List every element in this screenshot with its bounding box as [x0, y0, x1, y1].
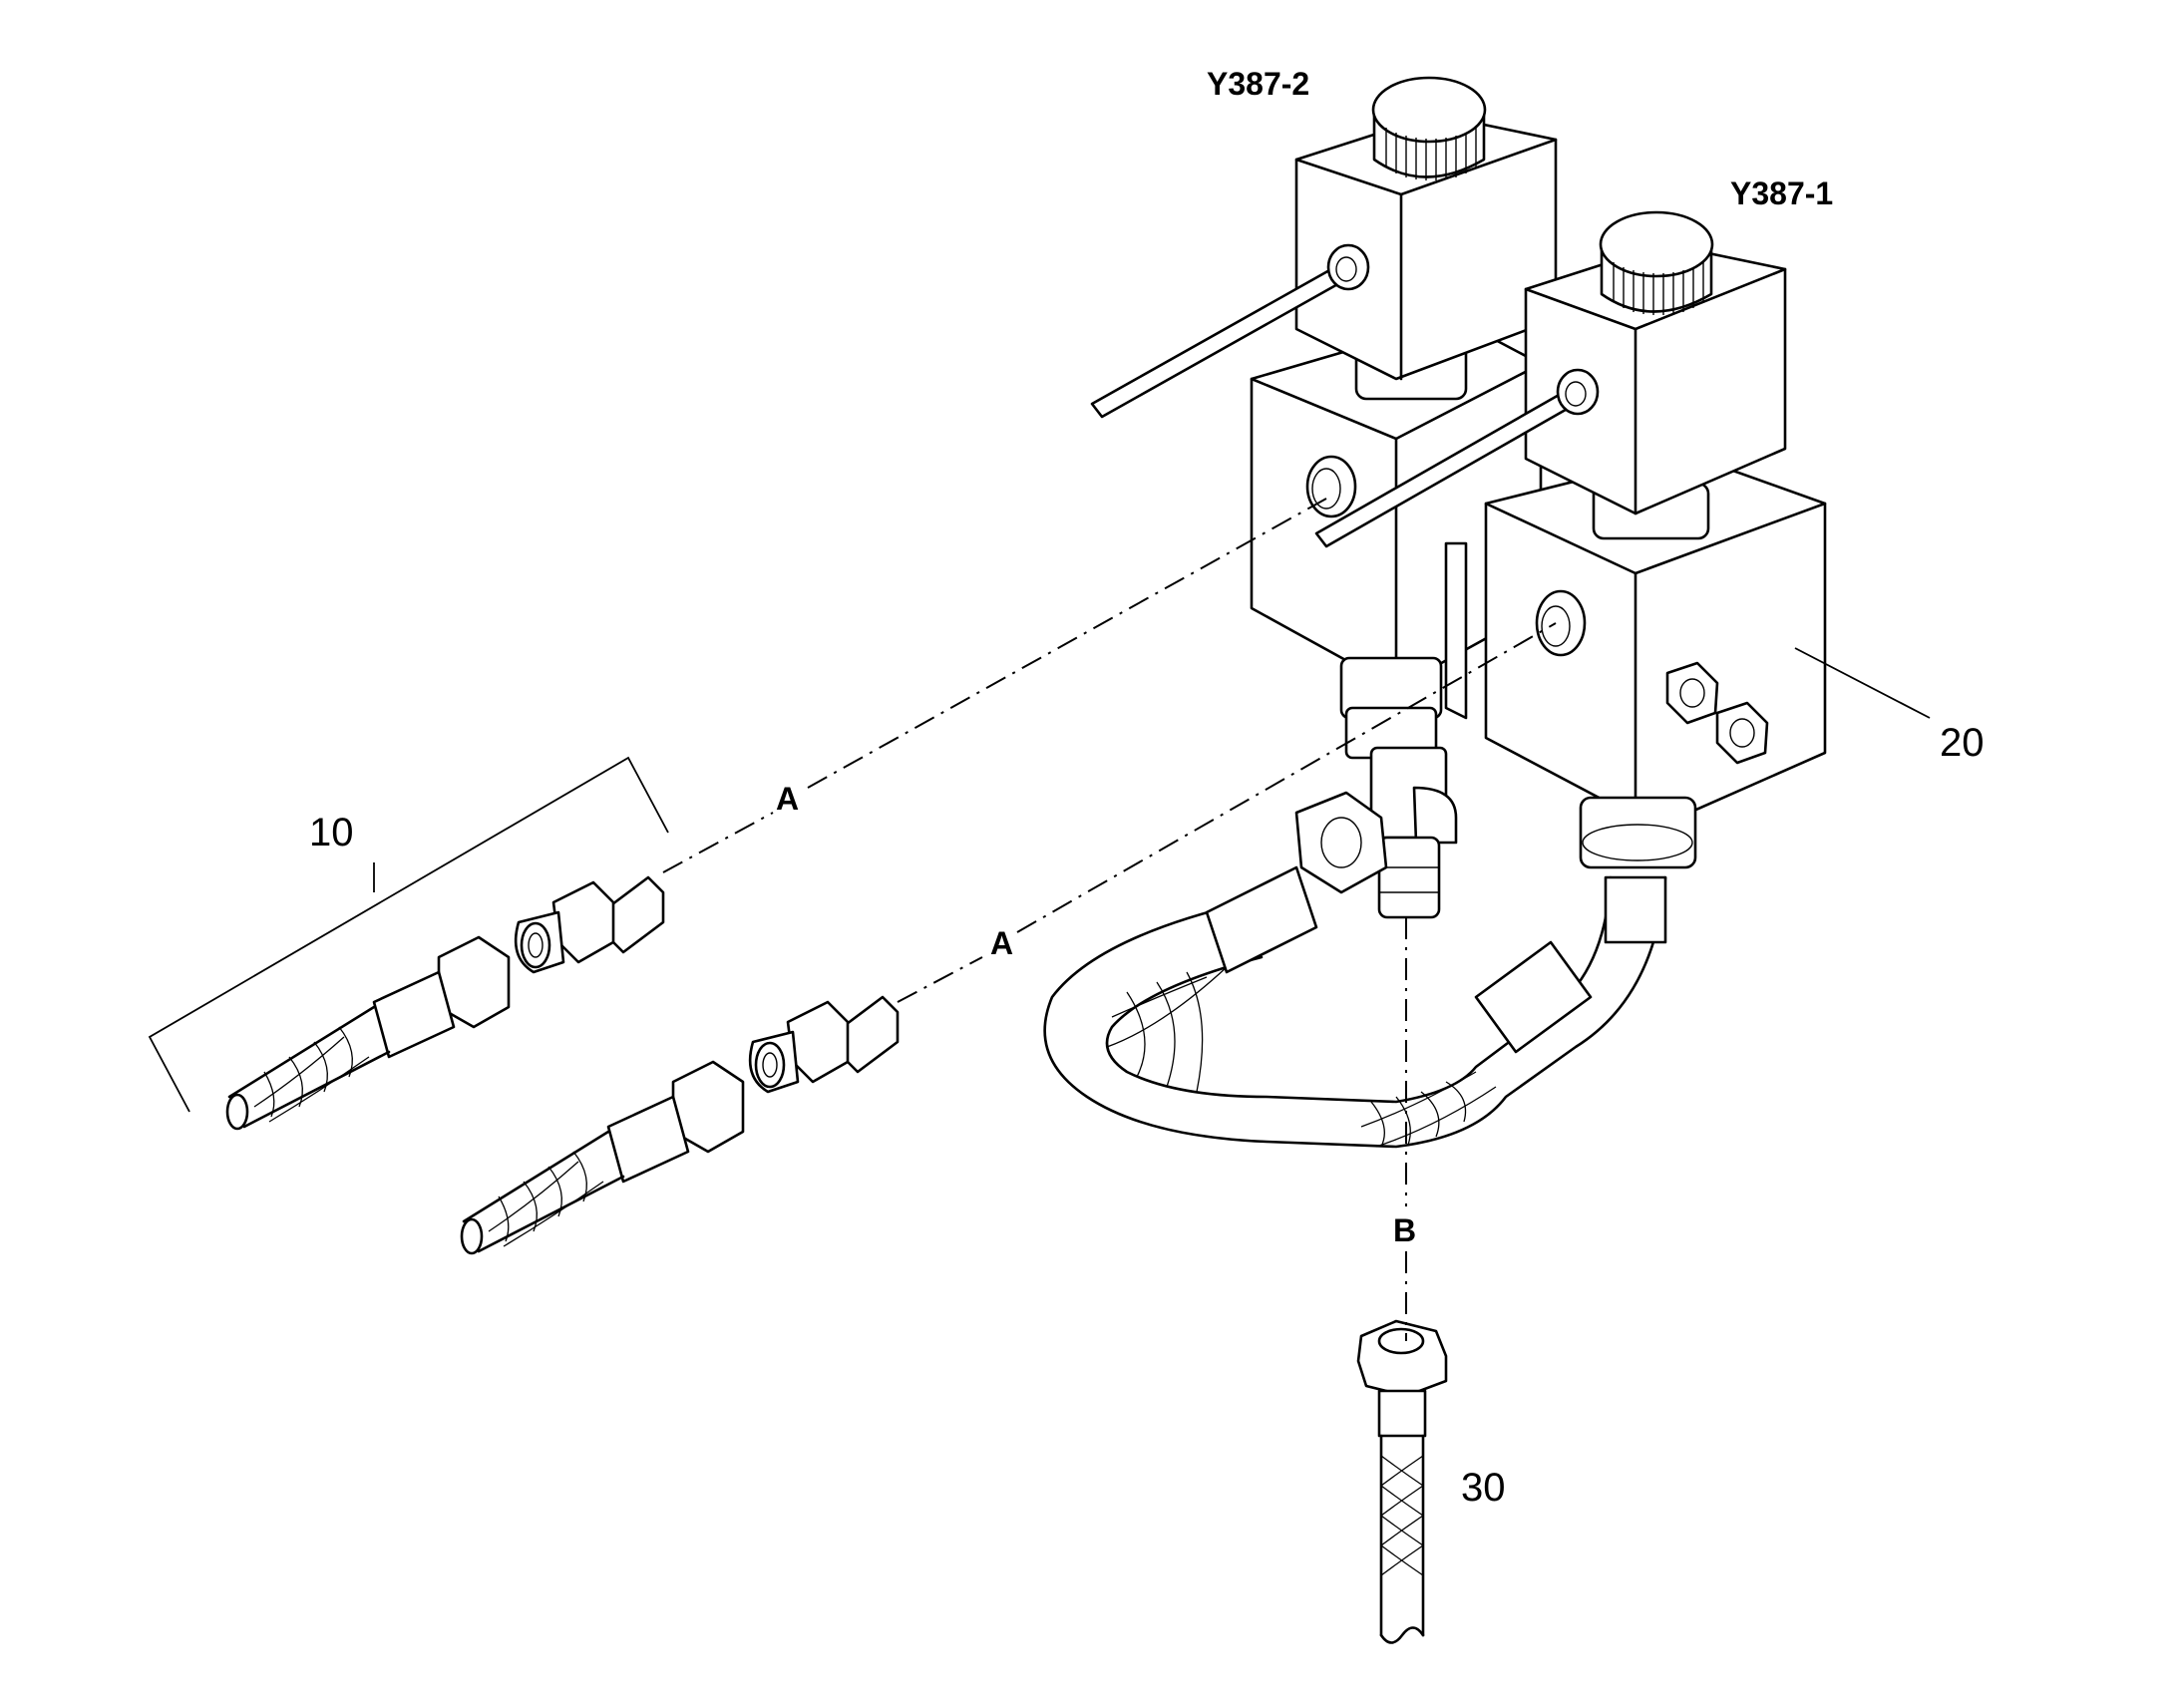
- hose-assembly-lower: [460, 995, 900, 1255]
- hose-fitting-lower: [460, 1060, 745, 1255]
- connection-line-a-upper: [662, 498, 1327, 873]
- knurled-cap-rear: [1371, 76, 1487, 180]
- label-connection-b: B: [1393, 1212, 1416, 1248]
- label-y387-2: Y387-2: [1207, 66, 1309, 102]
- label-part-30: 30: [1461, 1466, 1506, 1510]
- knurled-cap-front: [1599, 210, 1714, 315]
- cable-rear: [1090, 243, 1370, 419]
- solenoid-valve-y387-2: [1090, 76, 1558, 760]
- solenoid-valve-y387-1: [1314, 210, 1827, 869]
- adapter-fitting-upper: [514, 875, 665, 974]
- hose-nut-tee: [1294, 791, 1388, 894]
- lower-port-rear: [1339, 656, 1443, 760]
- hose-fitting-upper: [225, 935, 511, 1131]
- cable-front: [1314, 368, 1600, 548]
- lower-port-front: [1579, 796, 1697, 869]
- label-connection-a-upper: A: [776, 781, 799, 817]
- label-connection-a-lower: A: [990, 925, 1013, 961]
- u-hose: [1043, 791, 1667, 1149]
- label-part-10: 10: [309, 811, 354, 854]
- bleed-screws: [1665, 661, 1769, 765]
- hose-sleeves: [1205, 865, 1667, 1054]
- leader-part-20: [1794, 647, 1931, 719]
- bracket-part-10: [148, 756, 669, 1113]
- adapter-fitting-lower: [748, 995, 900, 1094]
- label-part-20: 20: [1940, 721, 1985, 765]
- tee-fitting: [1369, 746, 1458, 919]
- hose-part-30: [1356, 1319, 1448, 1644]
- connection-line-a-lower: [897, 622, 1557, 1003]
- hose-assembly-upper: [225, 875, 665, 1131]
- label-y387-1: Y387-1: [1730, 175, 1833, 211]
